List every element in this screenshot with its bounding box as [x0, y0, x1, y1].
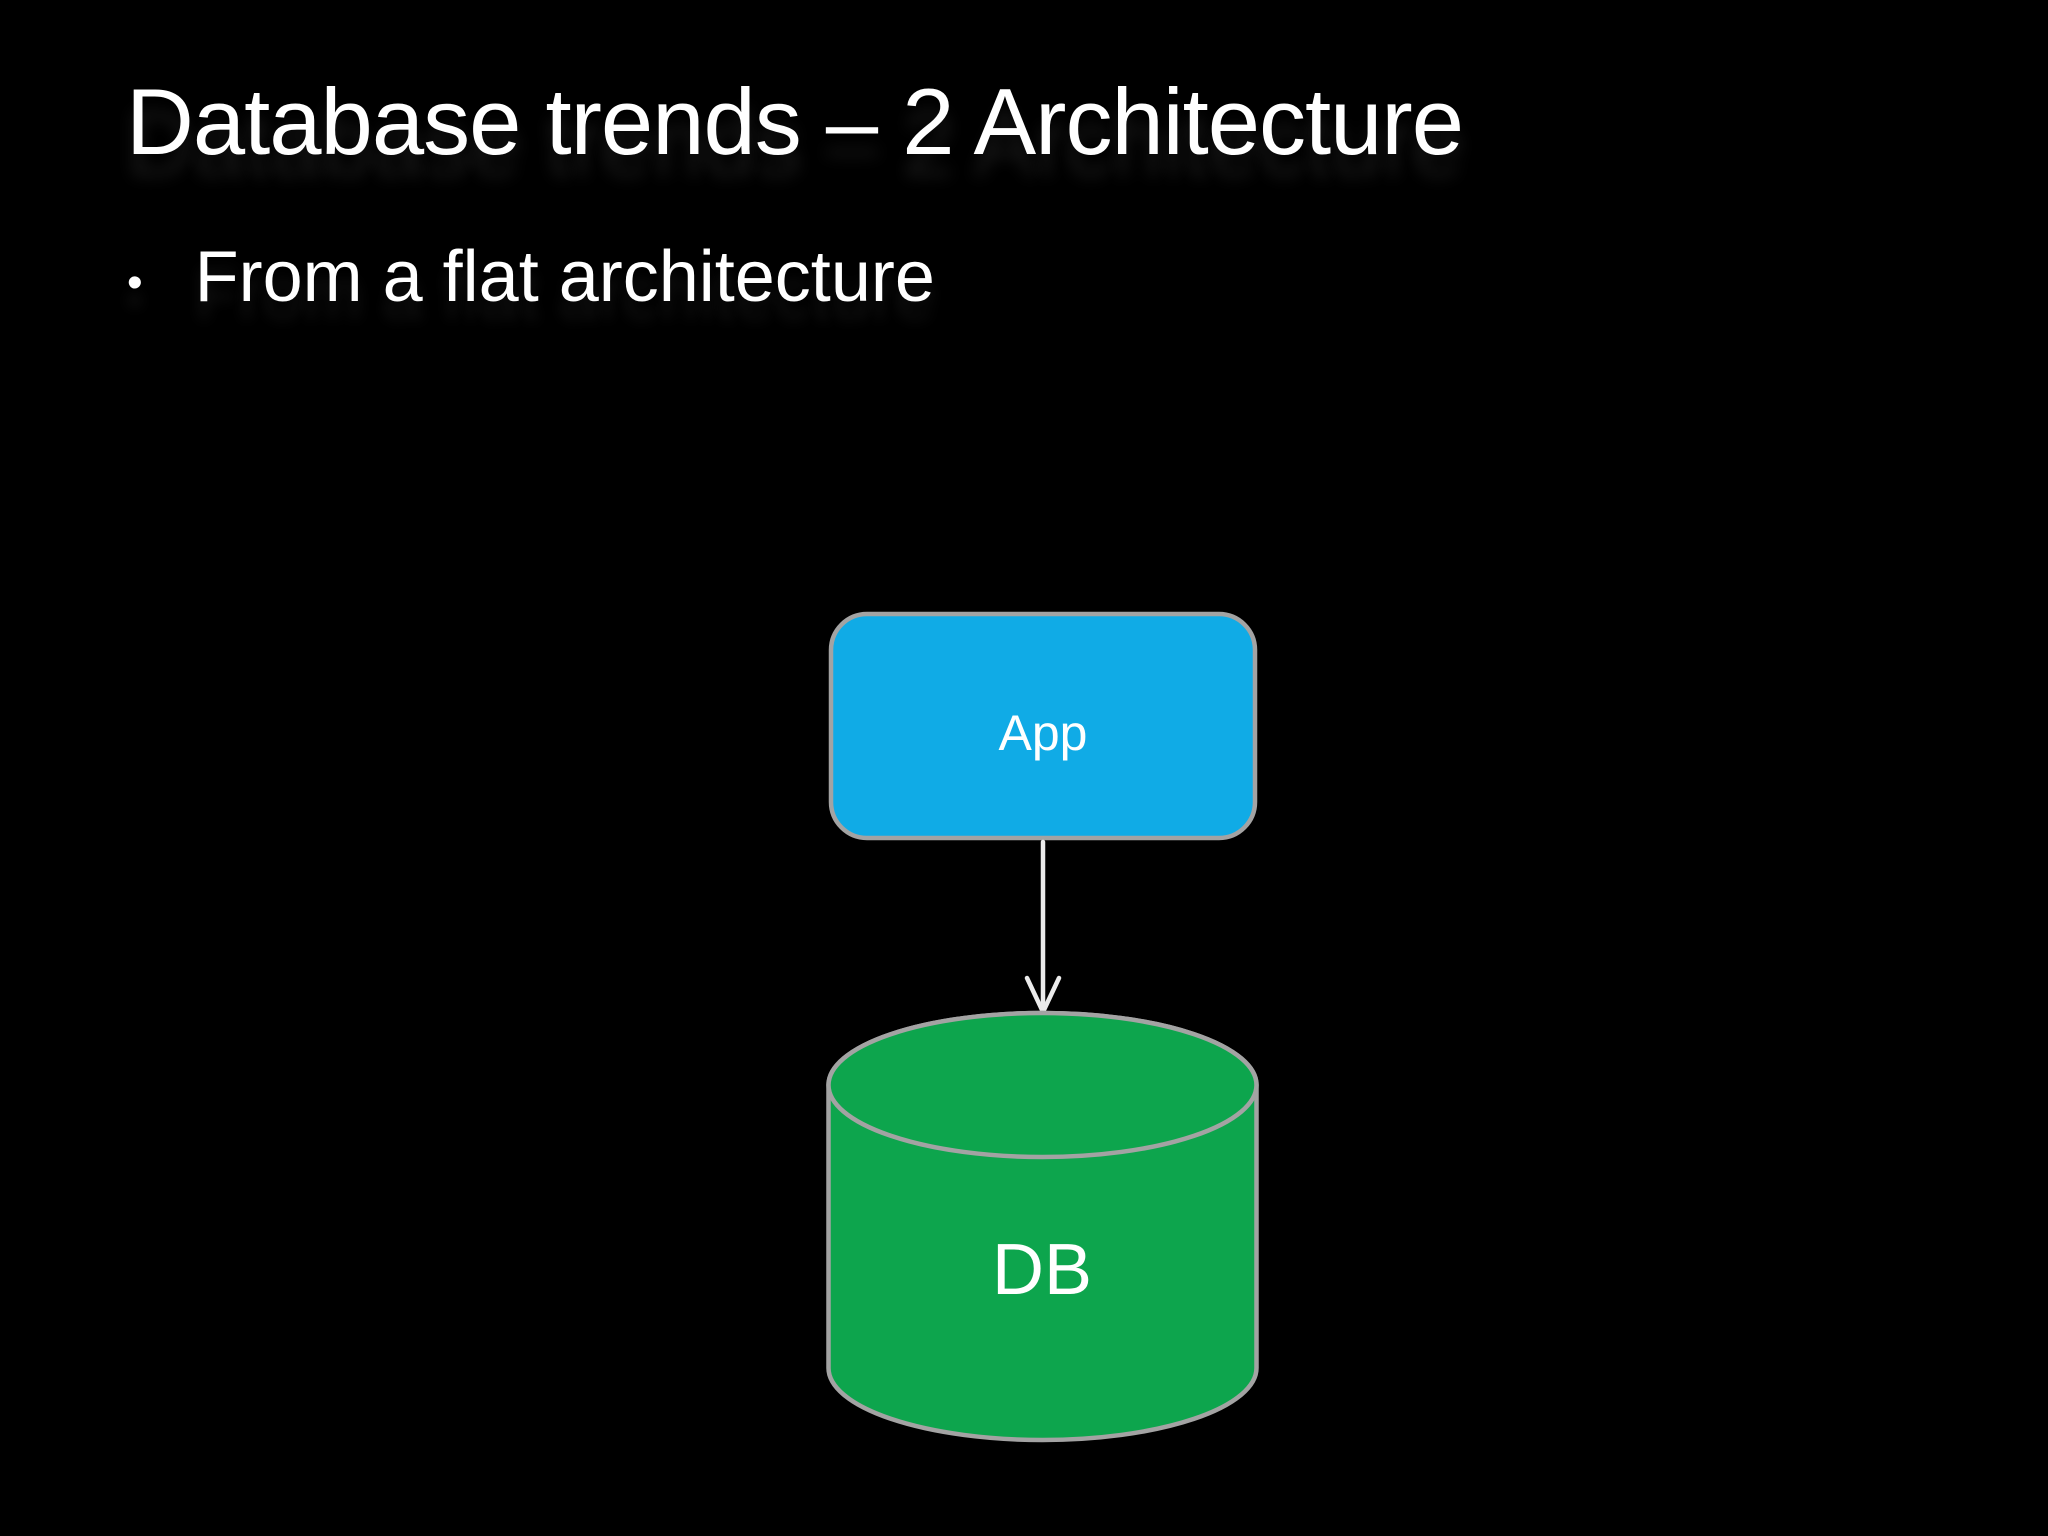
- db-node-label: DB: [992, 1230, 1092, 1310]
- db-cylinder-top: [826, 1010, 1259, 1160]
- app-node[interactable]: App: [828, 611, 1258, 841]
- bullet-item: • From a flat architecture: [127, 234, 935, 320]
- bullet-text: From a flat architecture: [194, 237, 935, 317]
- app-box[interactable]: [828, 611, 1258, 841]
- bullet-marker: •: [127, 258, 143, 308]
- app-node-label: App: [999, 705, 1088, 761]
- slide-title: Database trends – 2 Architecture: [126, 69, 1464, 174]
- db-node[interactable]: DB: [826, 1010, 1259, 1443]
- arrow-app-to-db: [1024, 839, 1062, 1018]
